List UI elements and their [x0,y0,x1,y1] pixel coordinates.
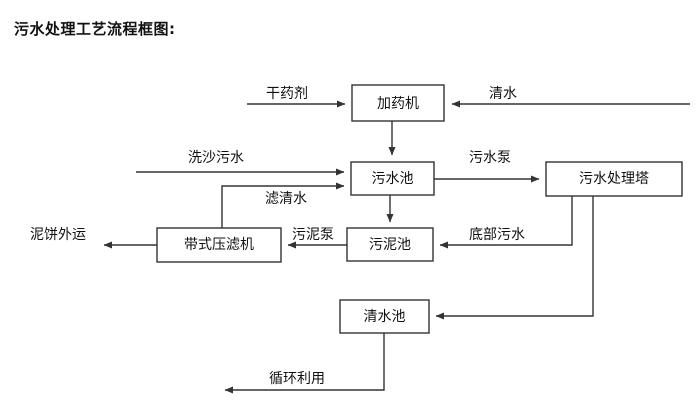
edge-label-filtrate-clear-water: 滤清水 [265,191,307,207]
edge-label-sewage-pump: 污水泵 [469,150,511,166]
connector-clear-water-pool-to-recycle [224,333,385,394]
edge-label-mud-cake-transport: 泥饼外运 [30,227,86,243]
edge-label-dry-reagent: 干药剂 [266,86,308,102]
node-label-treatment-tower: 污水处理塔 [579,171,649,187]
node-label-sludge-pool: 污泥池 [369,237,411,253]
connector-filtrate-to-sewage-pool [221,182,345,228]
edge-label-bottom-sewage: 底部污水 [469,227,525,243]
connector-treatment-tower-to-sludge-pool [439,196,573,249]
page-title: 污水处理工艺流程框图: [14,20,176,38]
edge-label-sand-wash-sewage: 洗沙污水 [188,150,244,166]
node-sewage-pool[interactable] [350,161,435,196]
connector-treatment-tower-to-clear-water-pool [435,196,594,320]
edge-label-sludge-pump: 污泥泵 [292,227,334,243]
node-label-sewage-pool: 污水池 [372,171,414,187]
node-treatment-tower[interactable] [545,161,683,197]
edge-label-recycle-use: 循环利用 [269,371,325,387]
node-clear-water-pool[interactable] [339,299,430,334]
edge-label-clean-water: 清水 [489,86,517,102]
node-label-dosing-machine: 加药机 [377,96,419,112]
node-dosing-machine[interactable] [351,84,445,122]
node-belt-filter-press[interactable] [156,227,282,263]
node-label-clear-water-pool: 清水池 [364,309,406,325]
node-label-belt-filter-press: 带式压滤机 [184,237,254,253]
node-sludge-pool[interactable] [346,227,434,262]
